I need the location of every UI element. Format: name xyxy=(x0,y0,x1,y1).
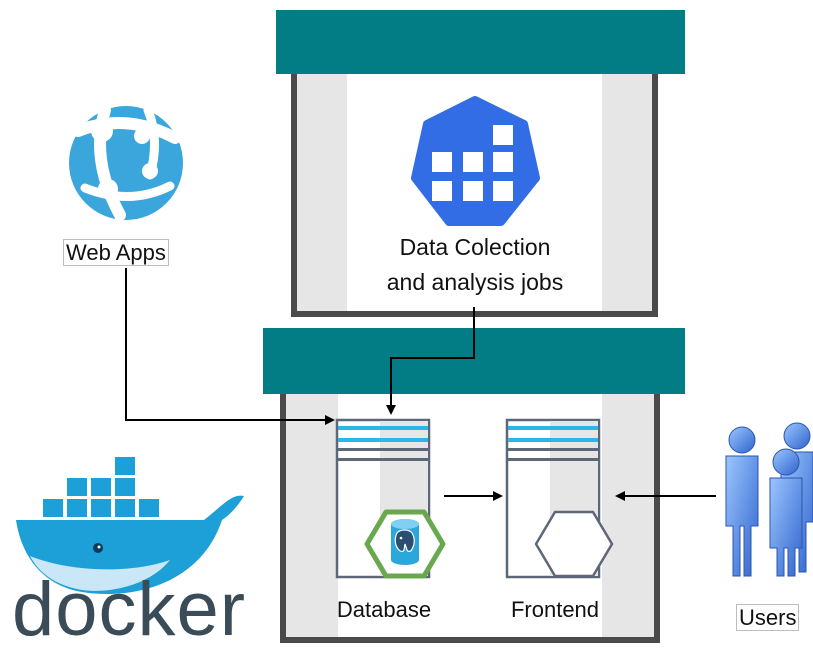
users-label: Users xyxy=(736,604,800,632)
hexagon-icon xyxy=(534,510,614,578)
frontend-label: Frontend xyxy=(510,597,600,622)
web-apps-globe-icon xyxy=(69,104,183,221)
web-apps-label: Web Apps xyxy=(63,239,169,267)
bottom-container-right-band xyxy=(602,393,654,637)
database-label: Database xyxy=(336,597,432,622)
connectors xyxy=(125,268,716,501)
users-icon xyxy=(725,422,813,577)
docker-whale-icon xyxy=(16,455,244,595)
top-container-left-band xyxy=(297,71,347,311)
bottom-container-left-band xyxy=(286,393,338,637)
postgresql-icon xyxy=(364,509,446,579)
kubernetes-job-icon xyxy=(411,96,540,226)
k8s-job-label-line2: and analysis jobs xyxy=(386,269,564,295)
arrow-webapps-to-database xyxy=(125,268,335,425)
bottom-container xyxy=(263,328,685,643)
k8s-job-label-line1: Data Colection xyxy=(399,234,551,260)
docker-wordmark: docker xyxy=(12,567,247,652)
arrow-job-to-database xyxy=(386,307,475,415)
top-container-right-band xyxy=(602,71,652,311)
top-container-header xyxy=(276,10,685,74)
